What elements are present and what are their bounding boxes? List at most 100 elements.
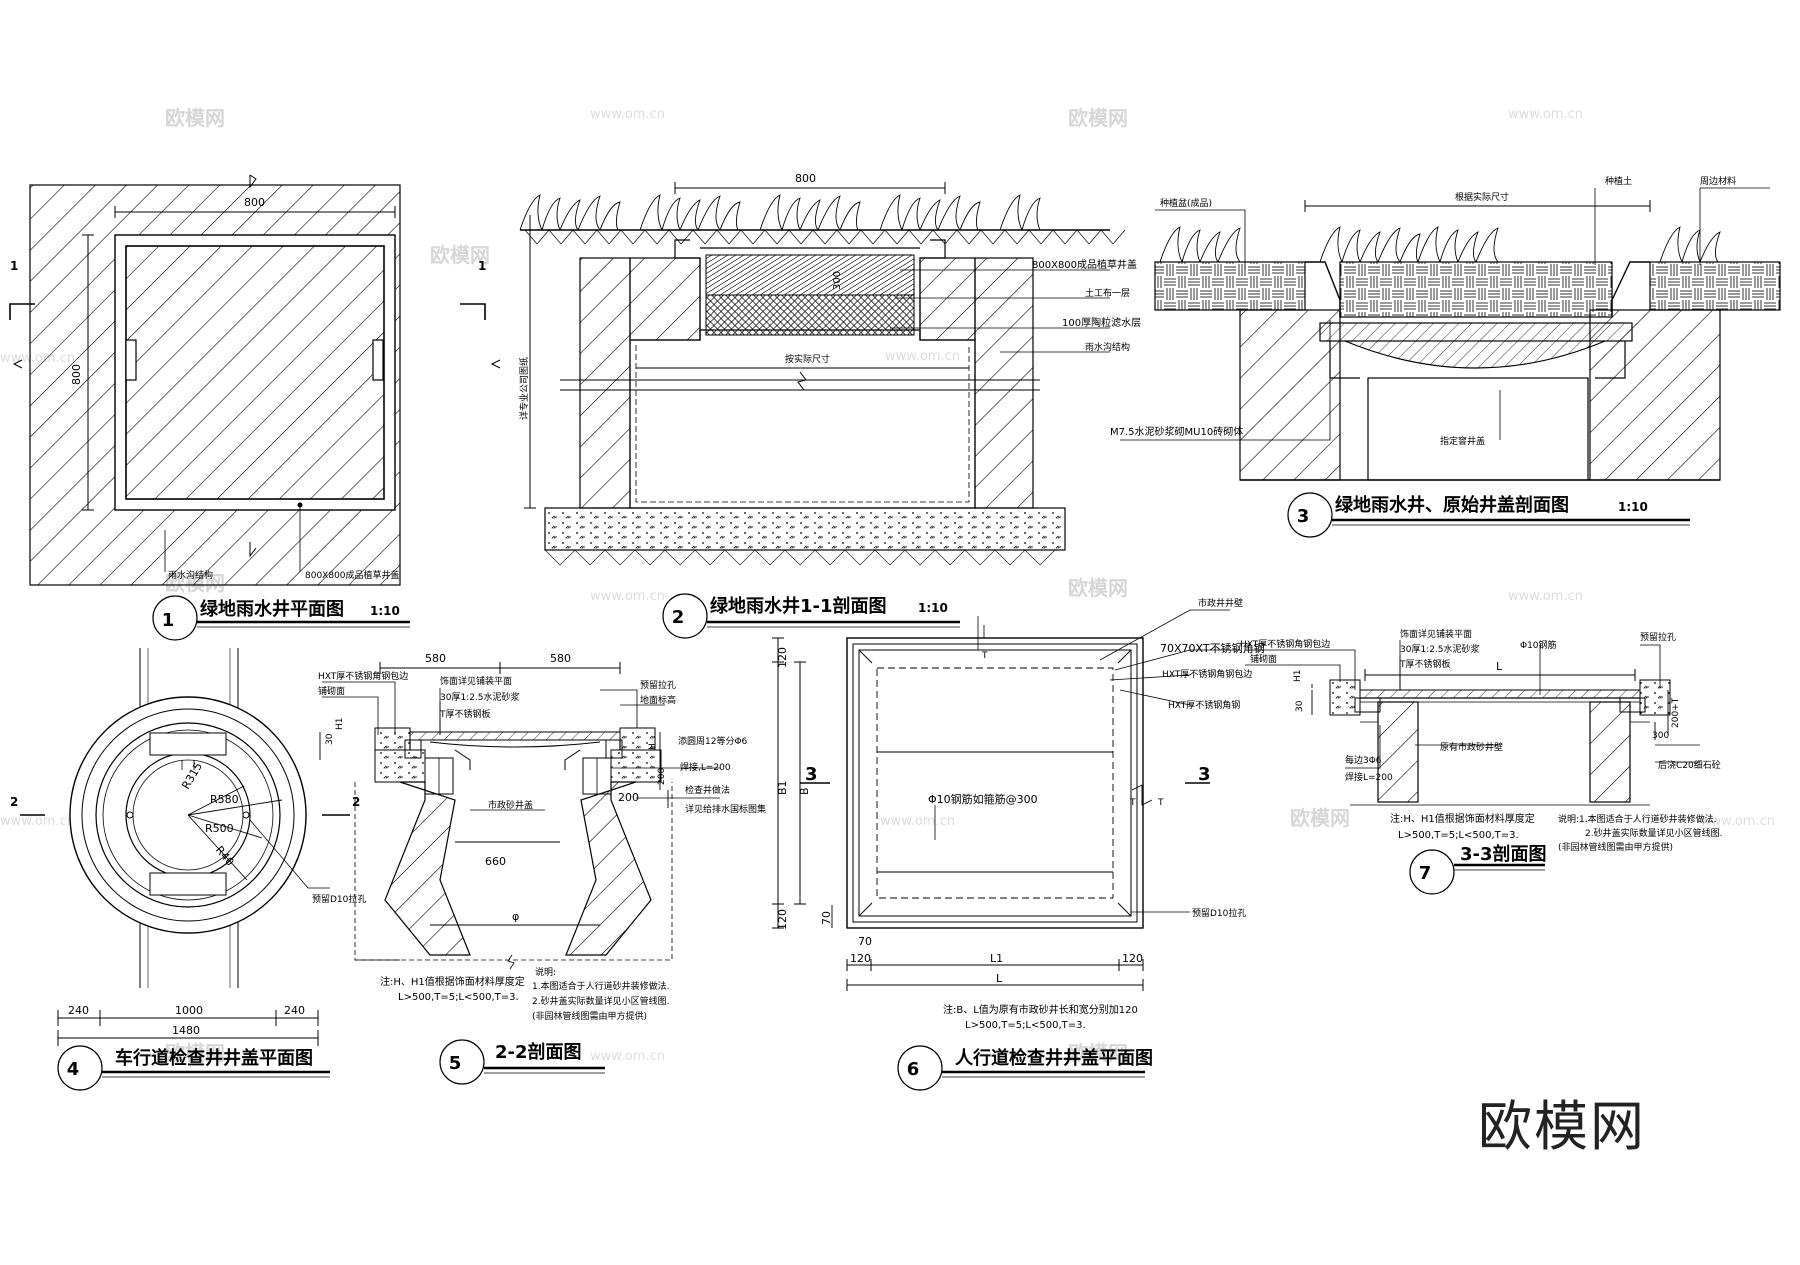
label: 详见给排水国标图集 <box>685 803 766 815</box>
drawing-number: 7 <box>1419 863 1432 884</box>
dim: 1000 <box>175 1004 203 1017</box>
drawing-1-text: 800 800 1 1 雨水沟结构 800X800成品植草井盖 1 绿地雨水井平… <box>10 196 486 631</box>
drawing-scale: 1:10 <box>370 604 400 618</box>
note-head: 注:H、H1值根据饰面材料厚度定 <box>1390 812 1535 825</box>
drawing-1-plan <box>9 174 501 641</box>
dim: 200 <box>618 791 639 804</box>
drawing-title: 绿地雨水井1-1剖面图 <box>710 595 887 617</box>
drawing-number: 1 <box>162 610 175 631</box>
dim: B <box>798 787 811 795</box>
label-planter: 种植盆(成品) <box>1160 197 1212 209</box>
drawing-title: 3-3剖面图 <box>1460 843 1547 865</box>
drawing-4-plan <box>20 648 350 1091</box>
brand-logo: 欧模网 <box>1478 1095 1646 1158</box>
label: 铺砌面 <box>1250 653 1277 665</box>
label: T厚不锈钢板 <box>1399 658 1451 670</box>
explanation: 2.砂井盖实际数量详见小区管线图. <box>1585 827 1722 839</box>
label-masonry: M7.5水泥砂浆砌MU10砖砌体 <box>1110 425 1243 438</box>
label: 添圆周12等分Φ6 <box>678 735 748 747</box>
dim: 660 <box>485 855 506 868</box>
drawing-title: 2-2剖面图 <box>495 1041 582 1063</box>
depth-label: 详专业公司图纸 <box>518 357 530 420</box>
dim-300: 300 <box>832 271 843 290</box>
dim: 240 <box>68 1004 89 1017</box>
watermark-logo: 欧模网 <box>165 1041 225 1065</box>
vdim: H <box>648 743 658 750</box>
label: 检查井做法 <box>685 784 730 796</box>
drawing-3-text: 种植盆(成品) 根据实际尺寸 种植土 周边材料 M7.5水泥砂浆砌MU10砖砌体… <box>1110 175 1736 527</box>
label: 焊接L=200 <box>1345 771 1393 783</box>
dim: L1 <box>990 952 1003 965</box>
label: Φ10钢筋如箍筋@300 <box>928 792 1038 806</box>
drawing-4-text: 2 2 R315 R580 R500 R40 预留D10拉孔 240 1000 … <box>10 760 366 1080</box>
label-manhole-cover: 指定窨井盖 <box>1440 435 1485 447</box>
watermark-url: www.om.cn <box>0 814 75 829</box>
explanation: 2.砂井盖实际数量详见小区管线图. <box>532 995 669 1007</box>
vdim: 200+T <box>1671 697 1681 728</box>
label: HXT厚不锈钢角钢包边 <box>1240 638 1330 650</box>
drawing-7-section <box>1245 640 1700 895</box>
dim: 120 <box>776 647 789 668</box>
drawing-2-text: 800 300 按实际尺寸 详专业公司图纸 800X800成品植草井盖 土工布一… <box>518 172 1141 628</box>
vdim: 300 <box>1652 731 1669 741</box>
watermark-logo: 欧模网 <box>1068 1041 1128 1065</box>
drawing-5-section <box>319 662 720 1085</box>
label-cover: 800X800成品植草井盖 <box>1032 258 1137 271</box>
watermark-url: www.om.cn <box>1508 589 1583 604</box>
dim: φ <box>512 910 519 923</box>
watermark-logo: 欧模网 <box>1290 806 1350 830</box>
label: HXT厚不锈钢角钢包边 <box>318 670 408 682</box>
label: 70X70XT不锈钢角钢 <box>1160 642 1265 655</box>
explanation: 1.本图适合于人行道砂井装修做法. <box>532 980 669 992</box>
dim: 120 <box>1122 952 1143 965</box>
label: 地面标高 <box>640 694 676 706</box>
label: 饰面详见铺装平面 <box>1400 628 1472 640</box>
label-geotextile: 土工布一层 <box>1085 287 1130 299</box>
label-filter-layer: 100厚陶粒滤水层 <box>1062 316 1141 329</box>
label: 市政砂井盖 <box>488 799 533 811</box>
watermark-url: www.om.cn <box>1508 107 1583 122</box>
drawing-number: 5 <box>449 1053 462 1074</box>
drawing-number: 2 <box>672 607 685 628</box>
explanation: (非园林管线图需由甲方提供) <box>532 1010 647 1022</box>
drawing-6-plan <box>772 609 1240 1091</box>
drawing-title: 绿地雨水井平面图 <box>200 598 344 620</box>
radius-label: R500 <box>205 822 234 835</box>
dim: 120 <box>776 909 789 930</box>
explanation-title: 说明: <box>535 966 556 978</box>
label-cover: 800X800成品植草井盖 <box>305 569 400 581</box>
label-hole: 预留D10拉孔 <box>312 893 366 905</box>
label: 每边3Φ6 <box>1345 754 1382 766</box>
label: 预留拉孔 <box>640 679 676 691</box>
label-soil: 种植土 <box>1605 175 1632 187</box>
note: L>500,T=5;L<500,T=3. <box>965 1020 1086 1031</box>
label: 预留拉孔 <box>1640 631 1676 643</box>
section-mark-label: 1 <box>478 259 486 273</box>
label: 后浇C20细石砼 <box>1658 759 1721 771</box>
explanation: 说明:1.本图适合于人行道砂井装修做法. <box>1558 813 1716 825</box>
dim: 70 <box>858 935 872 948</box>
watermark-url: www.om.cn <box>590 1049 665 1064</box>
label: Φ10钢筋 <box>1520 639 1557 651</box>
dim: T <box>1129 798 1136 808</box>
dim: 240 <box>284 1004 305 1017</box>
label: 原有市政砂井壁 <box>1440 741 1503 753</box>
label: 30厚1:2.5水泥砂浆 <box>440 691 520 703</box>
watermark-url: www.om.cn <box>885 349 960 364</box>
watermark-logo: 欧模网 <box>430 243 490 267</box>
label: 30厚1:2.5水泥砂浆 <box>1400 643 1480 655</box>
vdim: 200 <box>657 768 667 785</box>
label-surround: 周边材料 <box>1700 175 1736 187</box>
label: T厚不锈钢板 <box>439 708 491 720</box>
dim: 70 <box>820 911 833 925</box>
note-head: 注:H、H1值根据饰面材料厚度定 <box>380 975 525 988</box>
watermark-url: www.om.cn <box>880 814 955 829</box>
note-sub: L>500,T=5;L<500,T=3. <box>398 992 519 1003</box>
label: HXT厚不锈钢角钢 <box>1168 699 1240 711</box>
label: 市政井井壁 <box>1198 597 1243 609</box>
watermark-logo: 欧模网 <box>165 106 225 130</box>
section-mark-label: 1 <box>10 259 18 273</box>
drawing-3-section <box>1120 187 1781 538</box>
vdim: 30 <box>325 733 335 745</box>
label: 预留D10拉孔 <box>1192 907 1246 919</box>
